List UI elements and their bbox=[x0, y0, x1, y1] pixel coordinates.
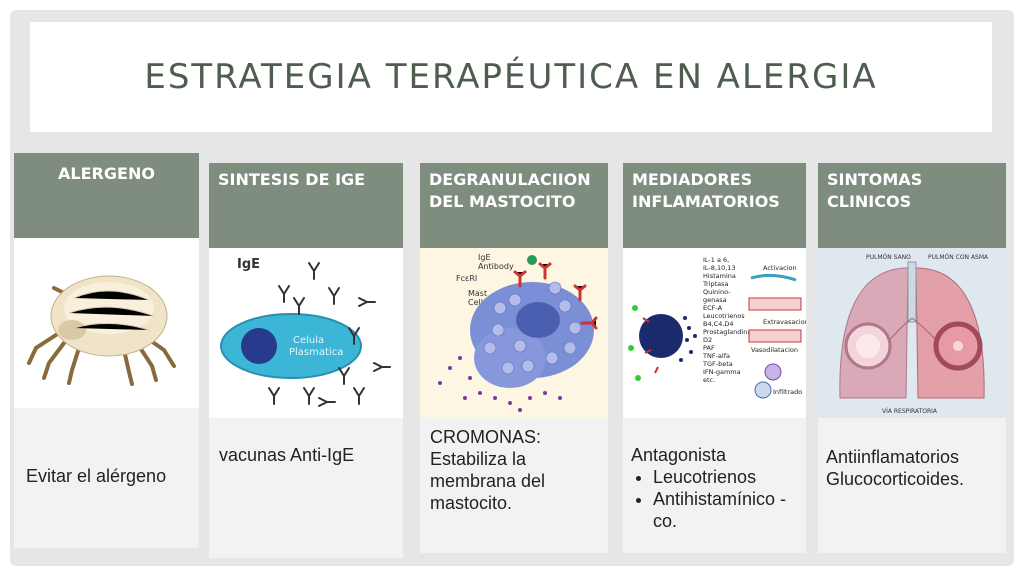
infiltrado-label: Infiltrado bbox=[773, 388, 802, 396]
column-header: MEDIADORES INFLAMATORIOS bbox=[623, 163, 806, 248]
body-line-2: Estabiliza la bbox=[430, 449, 527, 469]
lungs-image: PULMÓN SANO PULMÓN CON ASMA VÍA RESPIRAT… bbox=[818, 248, 1006, 418]
mediators-illustration: IL-1 a 6, IL-8,10,13 Histamina Triptasa … bbox=[628, 256, 806, 399]
body-line-4: mastocito. bbox=[430, 493, 513, 513]
column-body: Evitar el alérgeno bbox=[14, 408, 199, 543]
mediator-8: Leucotrienos bbox=[703, 312, 745, 320]
body-line-1: Antiinflamatorios bbox=[826, 447, 960, 467]
activacion-label: Activacion bbox=[763, 264, 797, 272]
mediator-15: IFN-gamma bbox=[703, 368, 741, 376]
mediator-13: TNF-alfa bbox=[702, 352, 730, 360]
mediator-6: genasa bbox=[703, 296, 727, 304]
slide-title: ESTRATEGIA TERAPÉUTICA EN ALERGIA bbox=[144, 57, 878, 97]
ige-label: IgE bbox=[237, 257, 260, 272]
plasma-cell-illustration: IgE Celula Plasmatica bbox=[220, 257, 391, 407]
bullet-item: Leucotrienos bbox=[653, 466, 798, 488]
mediator-12: PAF bbox=[703, 344, 715, 352]
airway-label: VÍA RESPIRATORIA bbox=[882, 408, 938, 415]
column-alergeno: ALERGENO Evitar el alérgeno bbox=[14, 153, 199, 548]
lungs-illustration: PULMÓN SANO PULMÓN CON ASMA VÍA RESPIRAT… bbox=[839, 254, 989, 415]
mast-cell-label-2: Cell bbox=[468, 298, 483, 307]
mediators-image: IL-1 a 6, IL-8,10,13 Histamina Triptasa … bbox=[623, 248, 806, 418]
mediator-10: Prostaglandina bbox=[703, 328, 751, 336]
column-sintomas: SINTOMAS CLINICOS PULMÓN SANO PULMÓN CON… bbox=[818, 163, 1006, 553]
mediator-16: etc. bbox=[703, 376, 715, 384]
dust-mite-illustration bbox=[27, 275, 176, 386]
fceri-label: FcεRI bbox=[456, 274, 477, 283]
ige-antibody-label-1: IgE bbox=[478, 253, 491, 262]
column-degranulacion: DEGRANULACIION DEL MASTOCITO IgE Antibod… bbox=[420, 163, 608, 553]
mediator-5: Quinino- bbox=[703, 288, 731, 296]
body-text: vacunas Anti-IgE bbox=[219, 445, 355, 465]
extravasacion-label: Extravasacion bbox=[763, 318, 806, 326]
healthy-lung-label: PULMÓN SANO bbox=[866, 254, 911, 261]
vasodilatacion-label: Vasodilatacion bbox=[751, 346, 798, 354]
column-mediadores: MEDIADORES INFLAMATORIOS IL-1 a 6, IL-8,… bbox=[623, 163, 806, 553]
mast-cell-illustration: IgE Antibody FcεRI Mast Cell bbox=[438, 253, 598, 412]
mediator-1: IL-1 a 6, bbox=[703, 256, 729, 264]
bullet-item: Antihistamínico - co. bbox=[653, 488, 798, 532]
body-line-3: membrana del bbox=[430, 471, 546, 491]
mediator-3: Histamina bbox=[703, 272, 736, 280]
asthma-lung-label: PULMÓN CON ASMA bbox=[928, 254, 989, 261]
mast-cell-image: IgE Antibody FcεRI Mast Cell bbox=[420, 248, 608, 418]
mediator-14: TGF-beta bbox=[702, 360, 733, 368]
column-body: CROMONAS: Estabiliza la membrana del mas… bbox=[420, 418, 608, 553]
mediator-2: IL-8,10,13 bbox=[703, 264, 736, 272]
mediator-11: D2 bbox=[703, 336, 712, 344]
mediator-4: Triptasa bbox=[702, 280, 729, 288]
cell-label-2: Plasmatica bbox=[289, 347, 343, 358]
ige-antibody-label-2: Antibody bbox=[478, 262, 514, 271]
mediator-9: B4,C4,D4 bbox=[703, 320, 734, 328]
mediator-7: ECF-A bbox=[703, 304, 723, 312]
column-header: SINTOMAS CLINICOS bbox=[818, 163, 1006, 248]
mast-cell-label-1: Mast bbox=[468, 289, 487, 298]
title-box: ESTRATEGIA TERAPÉUTICA EN ALERGIA bbox=[30, 22, 992, 132]
column-header: SINTESIS DE IGE bbox=[209, 163, 403, 248]
body-line-1: CROMONAS: bbox=[430, 427, 542, 447]
cell-label-1: Celula bbox=[293, 335, 324, 346]
bullet-list: Leucotrienos Antihistamínico - co. bbox=[631, 466, 798, 532]
body-text: Evitar el alérgeno bbox=[26, 465, 167, 486]
column-body: Antiinflamatorios Glucocorticoides. bbox=[818, 418, 1006, 553]
column-header: DEGRANULACIION DEL MASTOCITO bbox=[420, 163, 608, 248]
column-sintesis-ige: SINTESIS DE IGE IgE Celula Plasmatica bbox=[209, 163, 403, 558]
column-header: ALERGENO bbox=[14, 153, 199, 238]
dust-mite-image bbox=[14, 238, 199, 408]
ige-synthesis-image: IgE Celula Plasmatica bbox=[209, 248, 403, 418]
body-line-2: Glucocorticoides. bbox=[826, 469, 965, 489]
body-title: Antagonista bbox=[631, 445, 727, 465]
column-body: Antagonista Leucotrienos Antihistamínico… bbox=[623, 418, 806, 553]
column-body: vacunas Anti-IgE bbox=[209, 418, 403, 553]
